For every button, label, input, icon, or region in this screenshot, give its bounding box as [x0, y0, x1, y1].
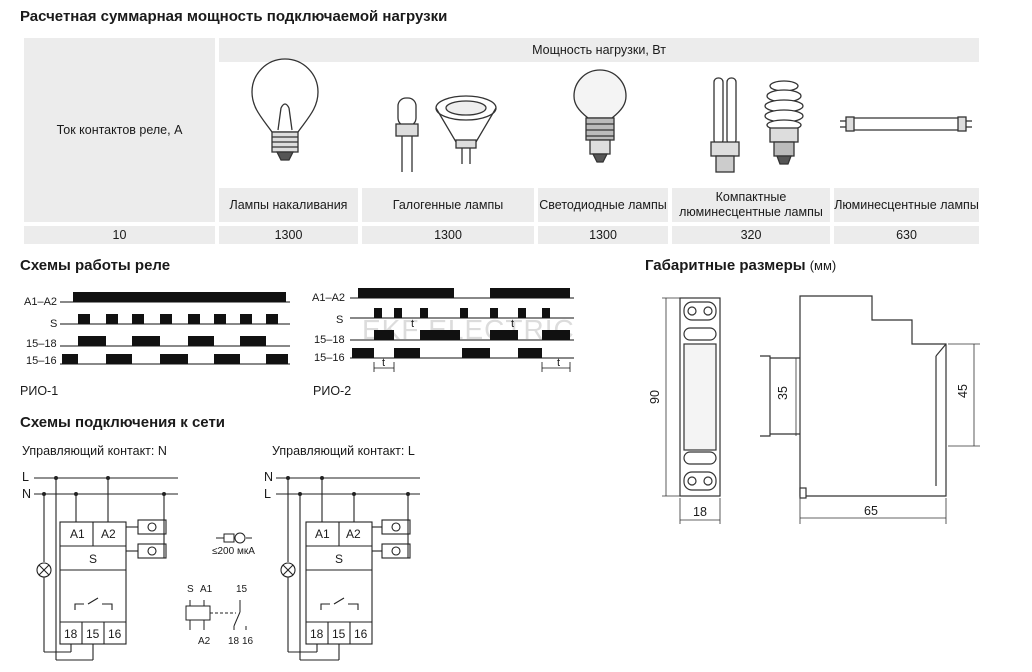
right-caption: Управляющий контакт: L: [272, 444, 415, 458]
legend-15: 15: [236, 584, 248, 595]
right-terminal-a2: A2: [346, 527, 361, 541]
right-line-l: L: [264, 487, 271, 501]
left-line-n: N: [22, 487, 32, 501]
current-sensor-symbol: [216, 532, 252, 544]
rio1-row-label-a1a2: A1–A2: [24, 296, 58, 308]
power-fluorescent: 630: [834, 226, 979, 244]
row-label: Ток контактов реле, А: [24, 38, 215, 222]
lamp-name-halogen: Галогенные лампы: [362, 188, 534, 222]
right-junctions: [286, 476, 410, 496]
rio2-t-label-1: t: [411, 318, 415, 330]
right-terminal-a1: A1: [315, 527, 330, 541]
legend-a1: A1: [200, 584, 213, 595]
legend-s: S: [187, 584, 194, 595]
lamp-name-fluorescent: Люминесцентные лампы: [834, 188, 979, 222]
cfl-spiral-icon: [764, 80, 804, 165]
rio2-row-label-1516: 15–16: [314, 352, 345, 364]
right-terminal-s: S: [335, 552, 344, 566]
dim-front-width: 18: [693, 505, 707, 519]
rio2-t-label-2: t: [511, 318, 515, 330]
lamp-name-cfl: Компактные люминесцентные лампы: [672, 188, 830, 222]
current-value: 10: [24, 226, 215, 244]
right-line-n: N: [264, 470, 274, 484]
dims-title-text: Габаритные размеры: [645, 257, 806, 274]
current-note: ≤200 мкА: [212, 546, 255, 557]
left-terminal-15: 15: [86, 627, 100, 641]
front-dims: [662, 297, 721, 524]
lamp-name-incandescent: Лампы накаливания: [219, 188, 358, 222]
lamp-name-led: Светодиодные лампы: [538, 188, 668, 222]
fluorescent-tube-icon: [840, 116, 972, 132]
dims-unit: (мм): [809, 258, 837, 273]
rio2-t-label-4: t: [557, 357, 561, 369]
left-terminal-s: S: [89, 552, 98, 566]
side-dims: [799, 343, 980, 524]
side-view: [799, 295, 947, 499]
front-view: [679, 297, 721, 497]
power-led: 1300: [538, 226, 668, 244]
led-bulb-icon: [573, 69, 627, 163]
rio2-t-label-3: t: [382, 357, 386, 369]
rio2-t-markers: [373, 362, 571, 372]
left-terminal-16: 16: [108, 627, 122, 641]
left-caption: Управляющий контакт: N: [22, 444, 167, 458]
table-header: Мощность нагрузки, Вт: [219, 38, 979, 62]
lamp-icons: [251, 58, 972, 173]
right-terminal-15: 15: [332, 627, 346, 641]
dims-section-title: Габаритные размеры (мм): [645, 257, 836, 274]
relay-legend-symbol: [185, 600, 247, 630]
rio2-row-label-1518: 15–18: [314, 334, 345, 346]
dim-side-width: 65: [864, 504, 878, 518]
power-incandescent: 1300: [219, 226, 358, 244]
connection-section-title: Схемы подключения к сети: [20, 414, 226, 431]
legend-a2: A2: [198, 636, 211, 647]
rio2-name: РИО-2: [313, 384, 352, 398]
rio1-row-label-1516: 15–16: [26, 355, 57, 367]
load-section-title: Расчетная суммарная мощность подключаемо…: [20, 8, 448, 25]
left-line-l: L: [22, 470, 29, 484]
rio1-name: РИО-1: [20, 384, 59, 398]
rio2-row-label-s: S: [336, 314, 344, 326]
left-terminal-18: 18: [64, 627, 78, 641]
cfl-tube-icon: [710, 77, 740, 173]
rio1-row-label-1518: 15–18: [26, 338, 57, 350]
halogen-capsule-icon: [395, 97, 419, 172]
legend-16: 16: [242, 636, 254, 647]
rio2-waveforms: [350, 288, 574, 359]
rio1-row-label-s: S: [50, 318, 58, 330]
power-cfl: 320: [672, 226, 830, 244]
right-terminal-16: 16: [354, 627, 368, 641]
halogen-reflector-icon: [435, 95, 497, 164]
left-terminal-a1: A1: [70, 527, 85, 541]
rio2-row-label-a1a2: A1–A2: [312, 292, 346, 304]
incandescent-bulb-icon: [251, 58, 319, 161]
legend-18: 18: [228, 636, 240, 647]
right-terminal-18: 18: [310, 627, 324, 641]
rio1-waveforms: [60, 292, 290, 365]
timing-diagrams: [60, 288, 574, 372]
relay-section-title: Схемы работы реле: [20, 257, 171, 274]
left-junctions: [42, 476, 166, 496]
right-circuit: [276, 477, 420, 661]
power-halogen: 1300: [362, 226, 534, 244]
left-terminal-a2: A2: [101, 527, 116, 541]
left-circuit: [34, 477, 178, 661]
